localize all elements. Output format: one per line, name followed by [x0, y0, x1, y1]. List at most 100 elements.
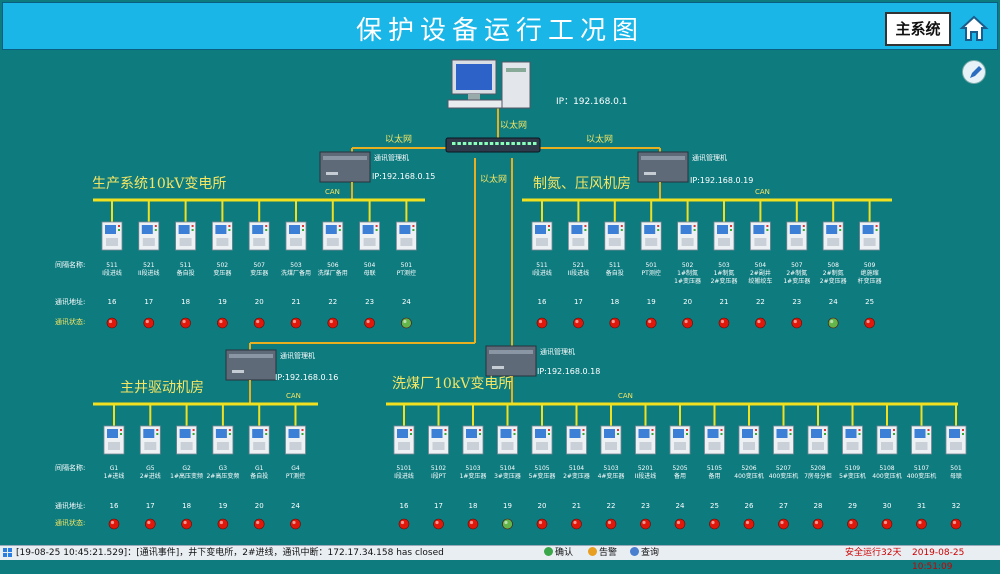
row-label-address: 通讯地址:: [55, 297, 85, 306]
protection-device[interactable]: [876, 425, 898, 455]
comm-manager[interactable]: [225, 349, 277, 381]
protection-device[interactable]: [568, 221, 589, 251]
device-name: 503: [290, 262, 302, 269]
protection-device[interactable]: [531, 425, 553, 455]
page-title: 保护设备运行工况图: [355, 16, 644, 46]
device-address: 21: [720, 298, 729, 306]
switch-port: [527, 142, 532, 145]
comm-manager[interactable]: [485, 345, 537, 377]
protection-device[interactable]: [945, 425, 967, 455]
device-name: 洗煤厂备用: [281, 269, 311, 277]
status-bar: [19-08-25 10:45:21.529]：[通讯事件]，井下变电所，2#进…: [0, 545, 1000, 572]
protection-device[interactable]: [773, 425, 794, 455]
protection-device[interactable]: [101, 221, 123, 251]
protection-device[interactable]: [566, 425, 587, 455]
protection-device[interactable]: [738, 425, 760, 455]
status-highlight: [329, 319, 333, 324]
switch-port: [533, 142, 537, 145]
protection-device[interactable]: [393, 425, 415, 455]
protection-device[interactable]: [395, 221, 417, 251]
device-name: 5101: [396, 465, 411, 472]
protection-device[interactable]: [859, 221, 880, 251]
comm-manager[interactable]: [319, 151, 371, 183]
device-name: 1#变压器: [783, 277, 810, 285]
switch-port: [473, 142, 478, 145]
protection-device[interactable]: [713, 221, 735, 251]
protection-device[interactable]: [911, 425, 932, 455]
protection-device[interactable]: [138, 221, 160, 251]
protection-device[interactable]: [704, 425, 725, 455]
device-name: 5104: [569, 465, 584, 472]
query-label: 查询: [641, 548, 660, 558]
status-highlight: [292, 520, 296, 525]
protection-device[interactable]: [139, 425, 161, 455]
row-label-status: 通讯状态:: [55, 518, 85, 527]
protection-device[interactable]: [600, 425, 622, 455]
protection-device[interactable]: [822, 221, 844, 251]
device-name: 508: [827, 262, 839, 269]
protection-device[interactable]: [807, 425, 829, 455]
home-icon[interactable]: [958, 13, 990, 43]
device-address: 21: [292, 298, 301, 306]
ethernet-label-top: 以太网: [500, 119, 527, 131]
device-address: 16: [108, 298, 117, 306]
protection-device[interactable]: [842, 425, 863, 455]
device-name: 509: [864, 262, 876, 269]
edit-icon[interactable]: [962, 60, 986, 84]
device-address: 18: [182, 502, 191, 510]
protection-device[interactable]: [635, 425, 656, 455]
protection-device[interactable]: [248, 425, 270, 455]
status-highlight: [504, 520, 508, 525]
protection-device[interactable]: [669, 425, 691, 455]
device-address: 27: [779, 502, 788, 510]
query-button[interactable]: 查询: [630, 547, 659, 559]
protection-device[interactable]: [248, 221, 270, 251]
confirm-button[interactable]: 确认: [544, 547, 573, 559]
status-indicator: [718, 317, 730, 329]
protection-device[interactable]: [176, 425, 198, 455]
status-highlight: [219, 319, 223, 324]
protection-device[interactable]: [604, 221, 626, 251]
protection-device[interactable]: [677, 221, 698, 251]
device-name: 2#变压器: [563, 472, 590, 480]
protection-device[interactable]: [640, 221, 662, 251]
protection-device[interactable]: [786, 221, 808, 251]
protection-device[interactable]: [750, 221, 771, 251]
status-indicator: [536, 317, 548, 329]
status-highlight: [745, 520, 750, 525]
status-indicator: [398, 518, 410, 530]
manager-ip: IP:192.168.0.18: [537, 367, 600, 376]
status-highlight: [110, 520, 115, 525]
protection-device[interactable]: [211, 221, 233, 251]
device-address: 31: [917, 502, 926, 510]
device-name: 1#高压变频: [170, 472, 203, 480]
protection-device[interactable]: [497, 425, 518, 455]
protection-device[interactable]: [285, 425, 306, 455]
main-system-button[interactable]: 主系统: [885, 12, 951, 46]
protection-device[interactable]: [103, 425, 125, 455]
protection-device[interactable]: [285, 221, 307, 251]
comm-manager[interactable]: [637, 151, 689, 183]
status-highlight: [256, 520, 260, 525]
device-address: 17: [144, 298, 153, 306]
status-indicator: [253, 518, 265, 530]
status-indicator: [640, 518, 651, 530]
device-name: 501: [401, 262, 413, 269]
protection-device[interactable]: [175, 221, 197, 251]
device-address: 22: [607, 502, 616, 510]
device-name: 1#进线: [104, 472, 125, 480]
status-highlight: [648, 319, 652, 324]
device-name: 504: [755, 262, 767, 269]
protection-device[interactable]: [428, 425, 449, 455]
protection-device[interactable]: [531, 221, 553, 251]
protection-device[interactable]: [212, 425, 234, 455]
protection-device[interactable]: [322, 221, 344, 251]
alarm-button[interactable]: 告警: [588, 547, 617, 559]
status-indicator: [364, 317, 375, 329]
status-indicator: [573, 317, 584, 329]
status-highlight: [684, 319, 688, 324]
protection-device[interactable]: [462, 425, 484, 455]
computer-icon: [447, 59, 531, 109]
protection-device[interactable]: [359, 221, 381, 251]
